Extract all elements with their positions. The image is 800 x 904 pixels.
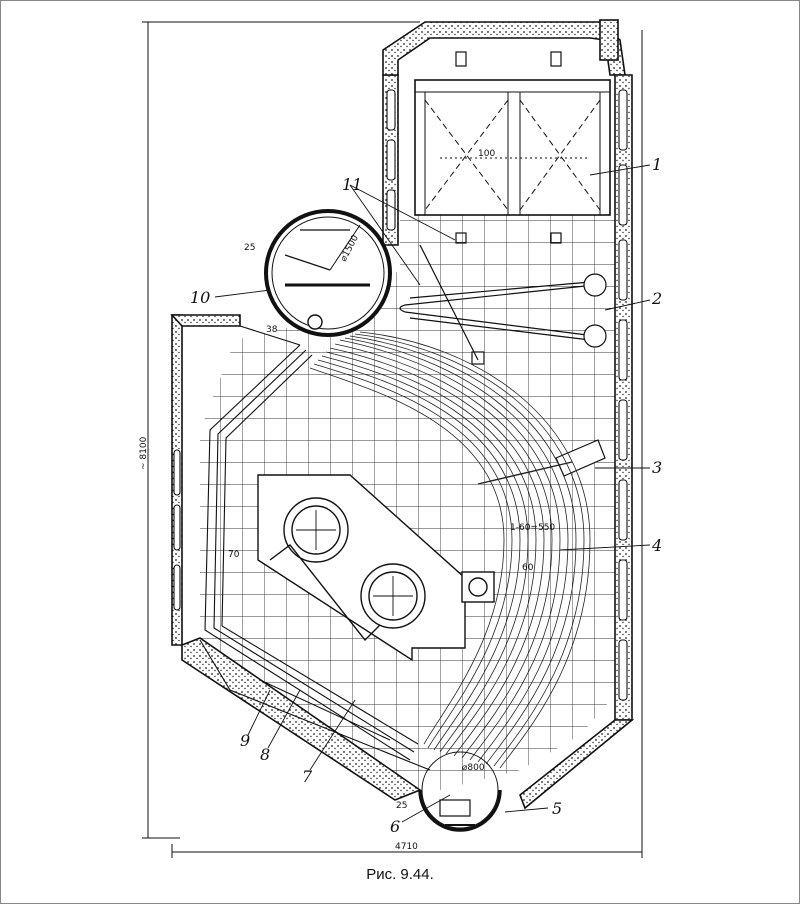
bundle-pitch: 1-60=550 (510, 523, 555, 533)
lower-drum-wall: 25 (396, 801, 407, 811)
callout-5: 5 (552, 799, 562, 818)
dimension-lines (142, 21, 643, 858)
leader-lines (214, 164, 651, 823)
callout-6: 6 (390, 817, 400, 836)
lower-drum-diameter: ⌀800 (462, 763, 485, 773)
upper-drum-wall: 25 (244, 243, 255, 253)
callout-7: 7 (302, 767, 313, 786)
callout-3: 3 (652, 458, 662, 477)
wall-tube-slots (173, 89, 628, 701)
callout-labels: 1 2 3 4 5 6 7 8 9 10 11 (190, 155, 662, 836)
callout-11: 11 (342, 175, 362, 194)
tile-size-60: 60 (522, 563, 534, 573)
callout-8: 8 (260, 745, 270, 764)
tile-size-100: 100 (478, 149, 495, 159)
tiled-interior (200, 215, 615, 790)
convection-tube-bundle (309, 331, 591, 769)
upper-drum (264, 209, 392, 337)
callout-1: 1 (652, 155, 662, 174)
tile-size-70: 70 (228, 550, 240, 560)
callout-4: 4 (651, 536, 662, 555)
screen-tubes (199, 325, 431, 771)
burner-block (257, 474, 495, 662)
callout-2: 2 (651, 289, 662, 308)
width-dimension: 4710 (395, 842, 418, 852)
height-dimension: ~ 8100 (139, 436, 149, 470)
callout-10: 10 (190, 288, 210, 307)
callout-9: 9 (240, 731, 250, 750)
pipe-diameter-38: 38 (266, 325, 278, 335)
top-chamber (414, 51, 611, 244)
lower-drum (418, 751, 502, 832)
figure-caption: Рис. 9.44. (366, 866, 434, 883)
